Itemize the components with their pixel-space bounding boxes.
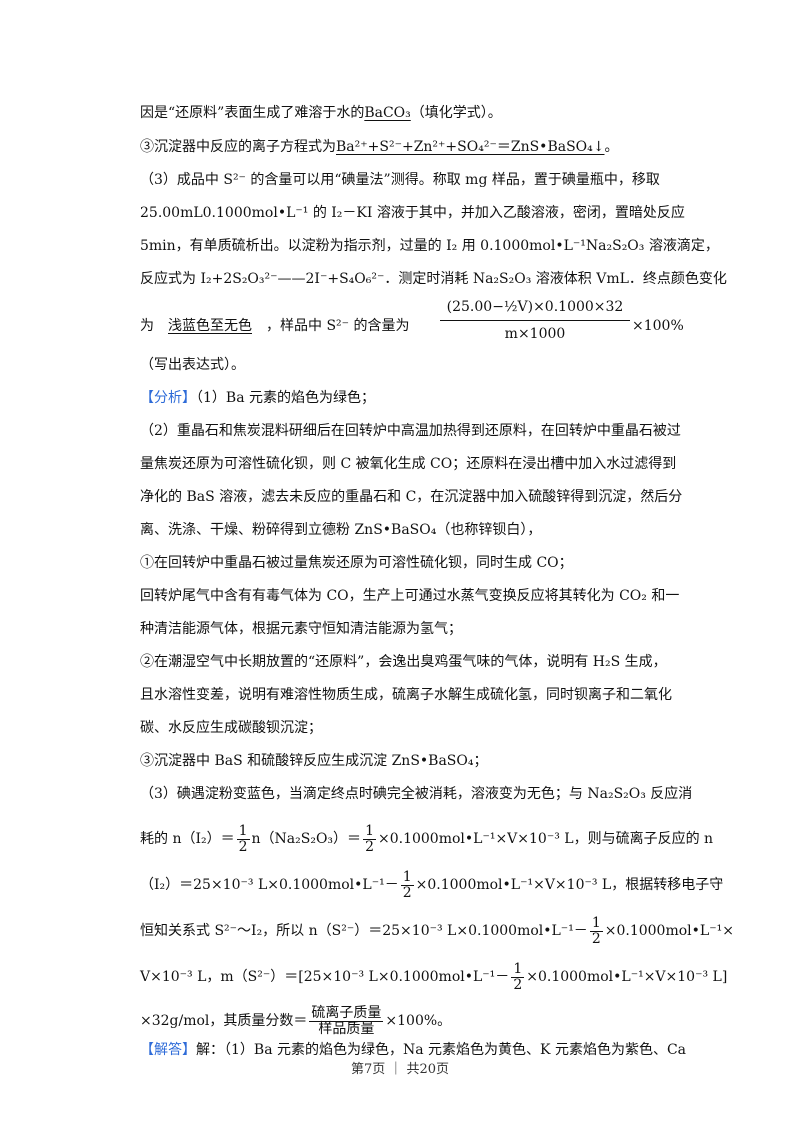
text-line: 种清洁能源气体，根据元素守恒知清洁能源为氢气； — [140, 621, 462, 637]
text: 解：（1）Ba 元素的焰色为绿色，Na 元素焰色为黄色、K 元素焰色为紫色、Ca — [196, 1042, 687, 1058]
fraction-denominator: m×1000 — [504, 326, 566, 342]
text-line: ①在回转炉中重晶石被过量焦炭还原为可溶性硫化钡，同时生成 CO； — [140, 555, 573, 571]
text: ×0.1000mol•L⁻¹×V×10⁻³ L，根据转移电子守 — [415, 877, 724, 893]
text: （I₂）＝25×10⁻³ L×0.1000mol•L⁻¹－ — [140, 877, 399, 893]
text-line: 且水溶性变差，说明有难溶性物质生成，硫离子水解生成硫化氢，同时钡离子和二氧化 — [140, 687, 672, 703]
text: 耗的 n（I₂）＝ — [140, 831, 235, 847]
text: ×0.1000mol•L⁻¹×V×10⁻³ L] — [526, 969, 728, 985]
answer-blank: 浅蓝色至无色 — [168, 318, 252, 334]
text: ③沉淀器中反应的离子方程式为 — [140, 139, 336, 155]
text: V×10⁻³ L，m（S²⁻）＝[25×10⁻³ L×0.1000mol•L⁻¹… — [140, 969, 510, 985]
answer-tag: 【解答】 — [140, 1042, 196, 1058]
text: ×32g/mol，其质量分数＝ — [140, 1013, 308, 1029]
text-line: 回转炉尾气中含有有毒气体为 CO，生产上可通过水蒸气变换反应将其转化为 CO₂ … — [140, 588, 680, 604]
text-line: 碳、水反应生成碳酸钡沉淀； — [140, 720, 322, 736]
text-line: （写出表达式）。 — [140, 357, 245, 373]
fraction-numerator: (25.00−½V)×0.1000×32 — [440, 297, 630, 321]
text-line: ③沉淀器中反应的离子方程式为Ba²⁺+S²⁻+Zn²⁺+SO₄²⁻＝ZnS•Ba… — [140, 137, 685, 157]
answer-blank: Ba²⁺+S²⁻+Zn²⁺+SO₄²⁻＝ZnS•BaSO₄↓ — [336, 139, 605, 155]
mass-fraction: 硫离子质量样品质量 — [309, 1004, 384, 1037]
text: 。 — [604, 139, 619, 155]
text: ×0.1000mol•L⁻¹× — [604, 923, 734, 939]
text-line: 为浅蓝色至无色 ，样品中 S²⁻ 的含量为 — [140, 316, 685, 336]
text: ×100%。 — [385, 1013, 452, 1029]
text-line: （3）碘遇淀粉变蓝色，当滴定终点时碘完全被消耗，溶液变为无色；与 Na₂S₂O₃… — [140, 786, 693, 802]
text-line: （2）重晶石和焦炭混料研细后在回转炉中高温加热得到还原料，在回转炉中重晶石被过 — [140, 423, 681, 439]
text: ×0.1000mol•L⁻¹×V×10⁻³ L，则与硫离子反应的 n — [377, 831, 714, 847]
text-line: （3）成品中 S²⁻ 的含量可以用“碘量法”测得。称取 mg 样品，置于碘量瓶中… — [140, 172, 660, 188]
text: ，样品中 S²⁻ 的含量为 — [266, 318, 410, 334]
text: （填化学式）。 — [410, 105, 502, 121]
text: 为 — [140, 318, 154, 334]
text-line: 因是“还原料”表面生成了难溶于水的BaCO₃（填化学式）。 — [140, 103, 685, 123]
text-line: 反应式为 I₂+2S₂O₃²⁻——2I⁻+S₄O₆²⁻．测定时消耗 Na₂S₂O… — [140, 271, 727, 287]
text-line: ③沉淀器中 BaS 和硫酸锌反应生成沉淀 ZnS•BaSO₄； — [140, 753, 488, 769]
text-line: 离、洗涤、干燥、粉碎得到立德粉 ZnS•BaSO₄（也称锌钡白）， — [140, 522, 542, 538]
text-line: 量焦炭还原为可溶性硫化钡，则 C 被氧化生成 CO；还原料在浸出槽中加入水过滤得… — [140, 456, 677, 472]
page-footer: 第7页 ｜ 共20页 — [350, 1062, 450, 1077]
text-line: 25.00mL0.1000mol•L⁻¹ 的 I₂－KI 溶液于其中，并加入乙酸… — [140, 205, 685, 221]
text: ×100% — [632, 318, 684, 334]
text-line: 恒知关系式 S²⁻～I₂，所以 n（S²⁻）＝25×10⁻³ L×0.1000m… — [140, 914, 734, 948]
text: 因是“还原料”表面生成了难溶于水的 — [140, 105, 365, 121]
content-fraction: (25.00−½V)×0.1000×32 m×1000 — [440, 297, 630, 344]
answer-blank: BaCO₃ — [364, 105, 411, 121]
text-line: ②在潮湿空气中长期放置的“还原料”，会逸出臭鸡蛋气味的气体，说明有 H₂S 生成… — [140, 654, 667, 670]
text: 恒知关系式 S²⁻～I₂，所以 n（S²⁻）＝25×10⁻³ L×0.1000m… — [140, 923, 588, 939]
text-line: V×10⁻³ L，m（S²⁻）＝[25×10⁻³ L×0.1000mol•L⁻¹… — [140, 960, 727, 994]
text-line: 【分析】（1）Ba 元素的焰色为绿色； — [140, 388, 685, 408]
analysis-tag: 【分析】 — [140, 390, 196, 406]
text-line: ×32g/mol，其质量分数＝硫离子质量样品质量×100%。 — [140, 1004, 685, 1038]
text-line: 5min，有单质硫析出。以淀粉为指示剂，过量的 I₂ 用 0.1000mol•L… — [140, 238, 719, 254]
text: n（Na₂S₂O₃）＝ — [251, 831, 362, 847]
text-line: 【解答】解：（1）Ba 元素的焰色为绿色，Na 元素焰色为黄色、K 元素焰色为紫… — [140, 1040, 687, 1060]
text-line: 净化的 BaS 溶液，滤去未反应的重晶石和 C，在沉淀器中加入硫酸锌得到沉淀，然… — [140, 489, 683, 505]
text: （1）Ba 元素的焰色为绿色； — [196, 390, 375, 406]
